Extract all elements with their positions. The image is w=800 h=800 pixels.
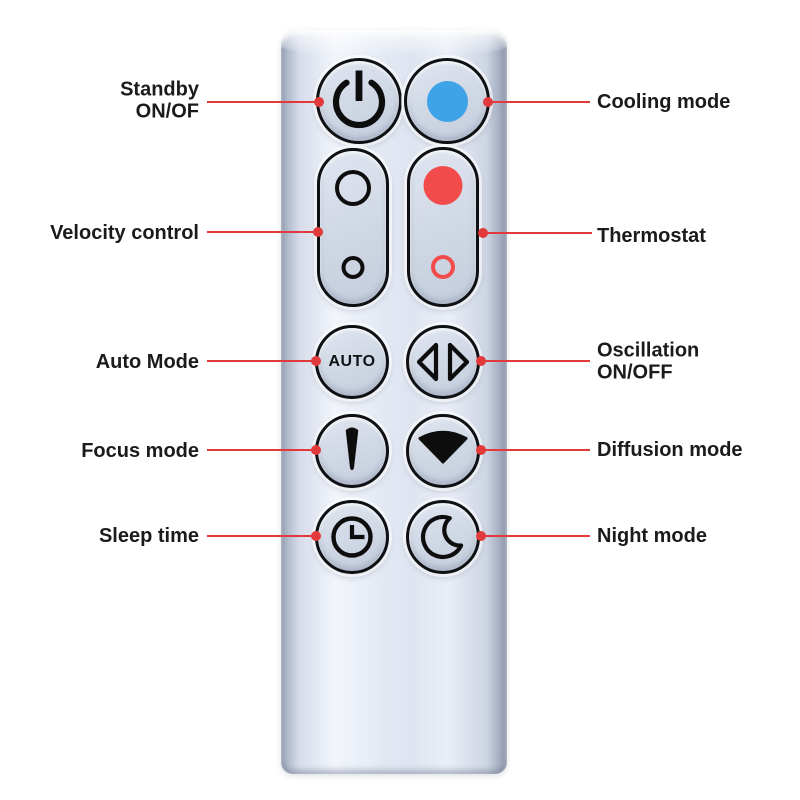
callout-line — [207, 231, 318, 233]
callout-line — [207, 101, 319, 103]
callout-line — [484, 232, 592, 234]
oscillation-button[interactable] — [406, 325, 480, 399]
heat-up-dot-icon — [423, 166, 463, 205]
low-speed-circle-icon — [341, 256, 365, 279]
callout-line — [482, 535, 590, 537]
thermostat-button[interactable] — [407, 147, 479, 307]
callout-dot — [478, 228, 488, 238]
callout-dot — [311, 531, 321, 541]
callout-line — [207, 360, 316, 362]
high-speed-circle-icon — [335, 170, 371, 206]
diffusion-mode-button[interactable] — [406, 414, 480, 488]
cooling-mode-button[interactable] — [404, 58, 490, 144]
callout-label: Oscillation ON/OFF — [597, 339, 700, 384]
sleep-timer-button[interactable] — [315, 500, 389, 574]
callout-dot — [476, 531, 486, 541]
velocity-control-button[interactable] — [317, 148, 389, 307]
callout-line — [207, 535, 316, 537]
heat-down-ring-icon — [431, 255, 455, 279]
callout-label: Focus mode — [81, 439, 199, 462]
callout-label: Thermostat — [597, 224, 706, 247]
callout-line — [482, 360, 590, 362]
callout-label: Auto Mode — [95, 350, 199, 373]
callout-dot — [476, 445, 486, 455]
callout-label: Velocity control — [50, 221, 199, 244]
callout-label: Sleep time — [98, 524, 199, 547]
auto-mode-button[interactable]: AUTO — [315, 325, 389, 399]
focus-mode-button[interactable] — [315, 414, 389, 488]
callout-label: Night mode — [597, 524, 707, 547]
callout-dot — [311, 356, 321, 366]
auto-button-label: AUTO — [328, 353, 376, 370]
oscillation-icon — [416, 342, 470, 382]
callout-line — [482, 449, 590, 451]
callout-dot — [313, 227, 323, 237]
callout-label: Standby ON/OF — [120, 78, 199, 123]
callout-dot — [476, 356, 486, 366]
standby-button[interactable] — [316, 58, 402, 144]
remote-body: AUTO — [281, 30, 507, 774]
focus-beam-icon — [345, 427, 359, 471]
night-mode-button[interactable] — [406, 500, 480, 574]
callout-dot — [314, 97, 324, 107]
diffusion-fan-icon — [418, 430, 468, 464]
callout-line — [207, 449, 316, 451]
cooling-blue-dot-icon — [426, 80, 468, 122]
moon-icon — [420, 514, 464, 560]
callout-dot — [311, 445, 321, 455]
power-icon — [332, 70, 386, 129]
callout-label: Cooling mode — [597, 90, 731, 113]
clock-icon — [331, 516, 373, 558]
callout-label: Diffusion mode — [597, 438, 743, 461]
callout-line — [489, 101, 590, 103]
callout-dot — [483, 97, 493, 107]
